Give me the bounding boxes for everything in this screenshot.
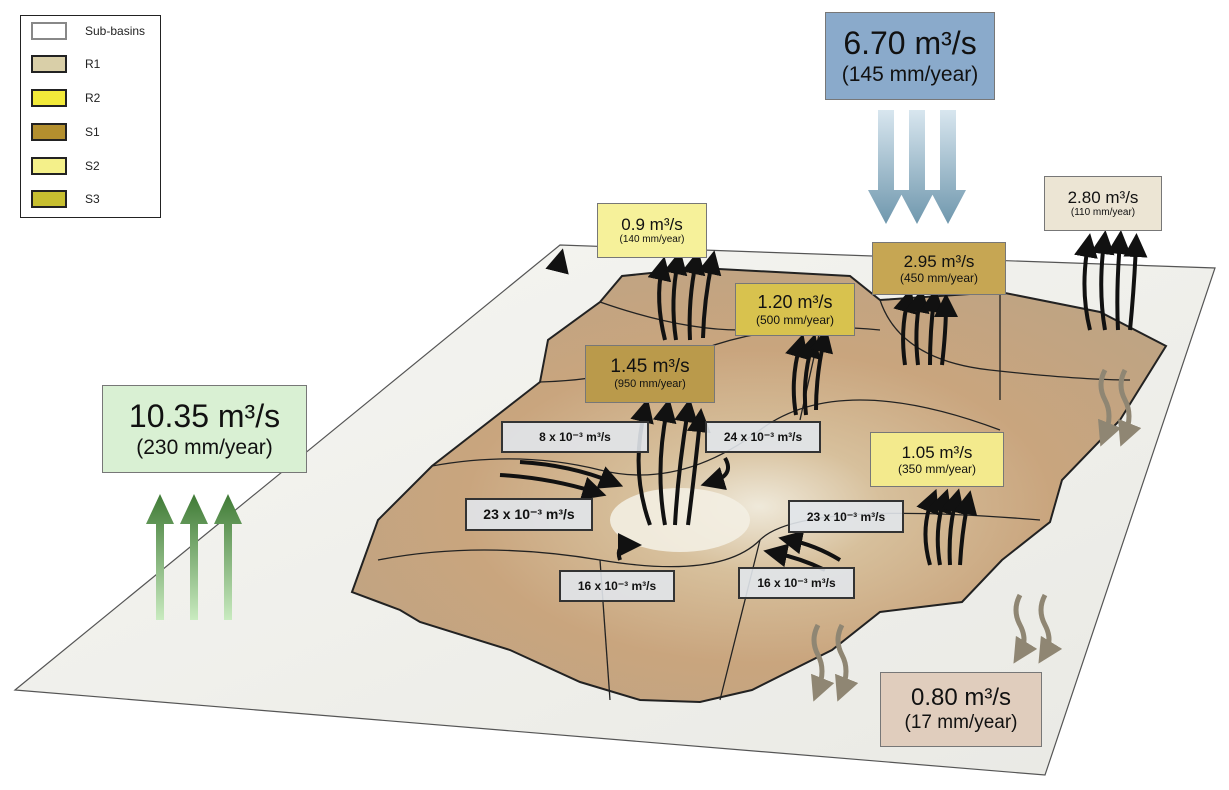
legend-item-r2: R2 (31, 88, 100, 108)
flow-value: 0.9 m³/s (621, 214, 683, 234)
et-s3-box: 1.20 m³/s (500 mm/year) (735, 283, 855, 336)
lateral-flow-label: 8 x 10⁻³ m³/s (501, 421, 649, 453)
flow-depth: (230 mm/year) (136, 435, 273, 459)
lateral-flow-label: 24 x 10⁻³ m³/s (705, 421, 821, 453)
inflow-arrows (868, 110, 966, 224)
legend-label: Sub-basins (85, 24, 146, 38)
flow-value: 2.95 m³/s (903, 251, 975, 271)
legend-swatch (31, 89, 67, 107)
legend-swatch (31, 157, 67, 175)
legend-swatch (31, 22, 67, 40)
et-arrows (499, 230, 1148, 572)
flow-value: 10.35 m³/s (128, 398, 281, 434)
flow-value: 6.70 m³/s (843, 25, 977, 61)
legend-label: R2 (85, 91, 101, 105)
legend-item-s2: S2 (31, 156, 100, 176)
legend-swatch (31, 190, 67, 208)
lateral-flow-label: 23 x 10⁻³ m³/s (465, 498, 593, 531)
legend-label: S1 (85, 125, 100, 139)
flow-depth: (350 mm/year) (897, 462, 977, 477)
flow-depth: (145 mm/year) (841, 62, 979, 86)
flow-value: 1.45 m³/s (610, 356, 690, 378)
et-s1-center-box: 1.45 m³/s (950 mm/year) (585, 345, 715, 403)
lateral-flow-label: 16 x 10⁻³ m³/s (738, 567, 855, 599)
flow-depth: (500 mm/year) (755, 312, 835, 327)
flow-depth: (110 mm/year) (1070, 207, 1136, 219)
legend-label: S3 (85, 192, 100, 206)
flow-depth: (17 mm/year) (904, 711, 1018, 733)
flow-value: 1.20 m³/s (757, 291, 833, 312)
legend-item-sub-basins: Sub-basins (31, 21, 145, 41)
et-r2-box: 0.9 m³/s (140 mm/year) (597, 203, 707, 258)
percolation-arrows (811, 368, 1142, 702)
et-r1-box: 2.80 m³/s (110 mm/year) (1044, 176, 1162, 231)
legend-label: R1 (85, 57, 101, 71)
lateral-flow-label: 16 x 10⁻³ m³/s (559, 570, 675, 602)
total-et-arrows (146, 494, 242, 620)
legend-item-s1: S1 (31, 122, 100, 142)
et-s1-top-box: 2.95 m³/s (450 mm/year) (872, 242, 1006, 295)
legend-swatch (31, 123, 67, 141)
legend-item-r1: R1 (31, 54, 100, 74)
flow-depth: (450 mm/year) (899, 271, 979, 286)
legend-label: S2 (85, 159, 100, 173)
et-s2-box: 1.05 m³/s (350 mm/year) (870, 432, 1004, 487)
lake-area (610, 488, 750, 552)
flow-value: 1.05 m³/s (901, 442, 973, 462)
flow-value: 2.80 m³/s (1067, 187, 1139, 207)
flow-depth: (140 mm/year) (619, 234, 685, 246)
lateral-flow-label: 23 x 10⁻³ m³/s (788, 500, 904, 533)
legend: Sub-basins R1 R2 S1 S2 S3 (20, 15, 161, 218)
inflow-box: 6.70 m³/s (145 mm/year) (825, 12, 995, 100)
flow-value: 0.80 m³/s (910, 684, 1012, 712)
total-et-box: 10.35 m³/s (230 mm/year) (102, 385, 307, 473)
flow-depth: (950 mm/year) (614, 378, 686, 391)
legend-item-s3: S3 (31, 189, 100, 209)
outflow-box: 0.80 m³/s (17 mm/year) (880, 672, 1042, 747)
legend-swatch (31, 55, 67, 73)
